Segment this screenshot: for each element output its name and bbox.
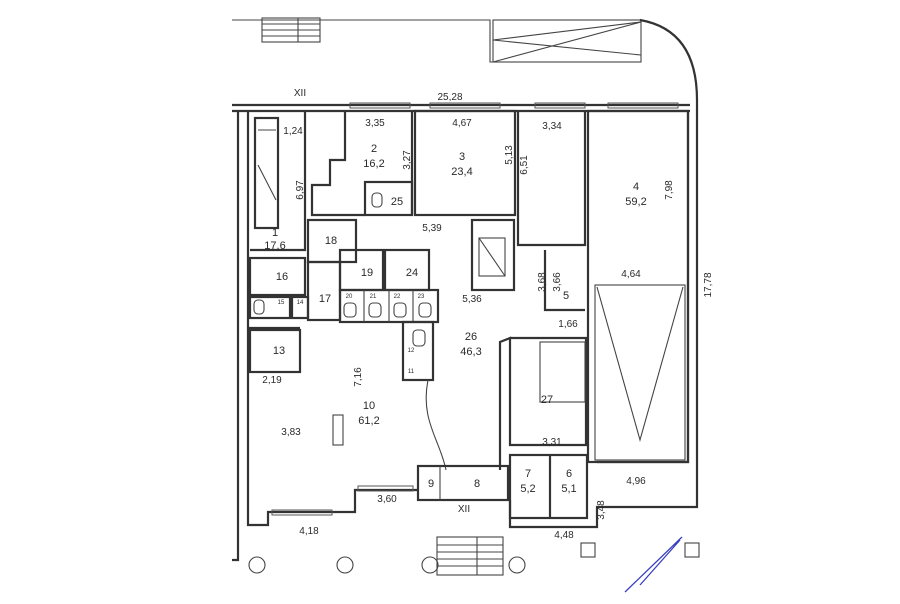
dim-total-top: 25,28	[437, 92, 462, 103]
axis-label-top: XII	[294, 88, 306, 99]
dim-3-27: 3,27	[402, 150, 413, 170]
room-1-number: 1	[272, 227, 278, 239]
dim-6-51: 6,51	[519, 155, 530, 175]
room-6-area: 5,1	[561, 483, 576, 495]
labels: XII XII 1 17,6 2 16,2 3 23,4 4 59,2 5 6 …	[262, 88, 714, 541]
dim-3-48: 3,48	[596, 500, 607, 520]
dim-4-64: 4,64	[621, 269, 641, 280]
room-17-number: 17	[319, 293, 331, 305]
dim-3-60: 3,60	[377, 494, 397, 505]
dim-5-36: 5,36	[462, 294, 482, 305]
bottom-exterior	[248, 536, 700, 593]
room-26-number: 26	[465, 331, 477, 343]
dim-4-67: 4,67	[452, 118, 472, 129]
room-11-number: 11	[408, 369, 415, 375]
room-24-number: 24	[406, 267, 418, 279]
dim-1-66: 1,66	[558, 319, 578, 330]
dim-17-78: 17,78	[703, 272, 714, 297]
room-18-number: 18	[325, 235, 337, 247]
dim-3-68: 3,68	[537, 272, 548, 292]
room-19-number: 19	[361, 267, 373, 279]
room-26-area: 46,3	[460, 346, 481, 358]
room-3-number: 3	[459, 151, 465, 163]
room-12-number: 12	[408, 348, 415, 354]
room-6-number: 6	[566, 468, 572, 480]
room-7-number: 7	[525, 468, 531, 480]
fixtures	[253, 192, 432, 446]
room-9-number: 9	[428, 478, 434, 490]
room-27-number: 27	[541, 394, 553, 406]
dim-1-24: 1,24	[283, 126, 303, 137]
room-10-number: 10	[363, 400, 375, 412]
room-7-area: 5,2	[520, 483, 535, 495]
dim-4-18: 4,18	[299, 526, 319, 537]
room-8-number: 8	[474, 478, 480, 490]
room-4-area: 59,2	[625, 196, 646, 208]
room-15-number: 15	[278, 300, 285, 306]
top-ramp	[232, 17, 699, 101]
dim-4-96: 4,96	[626, 476, 646, 487]
room-2-area: 16,2	[363, 158, 384, 170]
room-13-number: 13	[273, 345, 285, 357]
room-4-number: 4	[633, 181, 639, 193]
dim-3-34: 3,34	[542, 121, 562, 132]
dim-2-19: 2,19	[262, 375, 282, 386]
room-20-number: 20	[346, 294, 353, 300]
dim-4-48: 4,48	[554, 530, 574, 541]
room-10-area: 61,2	[358, 415, 379, 427]
room-21-number: 21	[370, 294, 377, 300]
pen-mark	[624, 536, 683, 593]
axis-label-bottom: XII	[458, 504, 470, 515]
room-5-number: 5	[563, 290, 569, 302]
dim-3-35: 3,35	[365, 118, 385, 129]
room-23-number: 23	[418, 294, 425, 300]
dim-6-97: 6,97	[295, 180, 306, 200]
dim-5-13: 5,13	[504, 145, 515, 165]
dim-7-16: 7,16	[353, 367, 364, 387]
dim-3-66: 3,66	[552, 272, 563, 292]
dim-3-83: 3,83	[281, 427, 301, 438]
room-25-number: 25	[391, 196, 403, 208]
room-14-number: 14	[297, 300, 304, 306]
room-3-area: 23,4	[451, 166, 472, 178]
room-16-number: 16	[276, 271, 288, 283]
dim-3-31: 3,31	[542, 437, 562, 448]
room-1-area: 17,6	[264, 240, 285, 252]
room-22-number: 22	[394, 294, 401, 300]
room-2-number: 2	[371, 143, 377, 155]
interior-walls	[248, 109, 690, 520]
dim-5-39: 5,39	[422, 223, 442, 234]
dim-7-98: 7,98	[664, 180, 675, 200]
